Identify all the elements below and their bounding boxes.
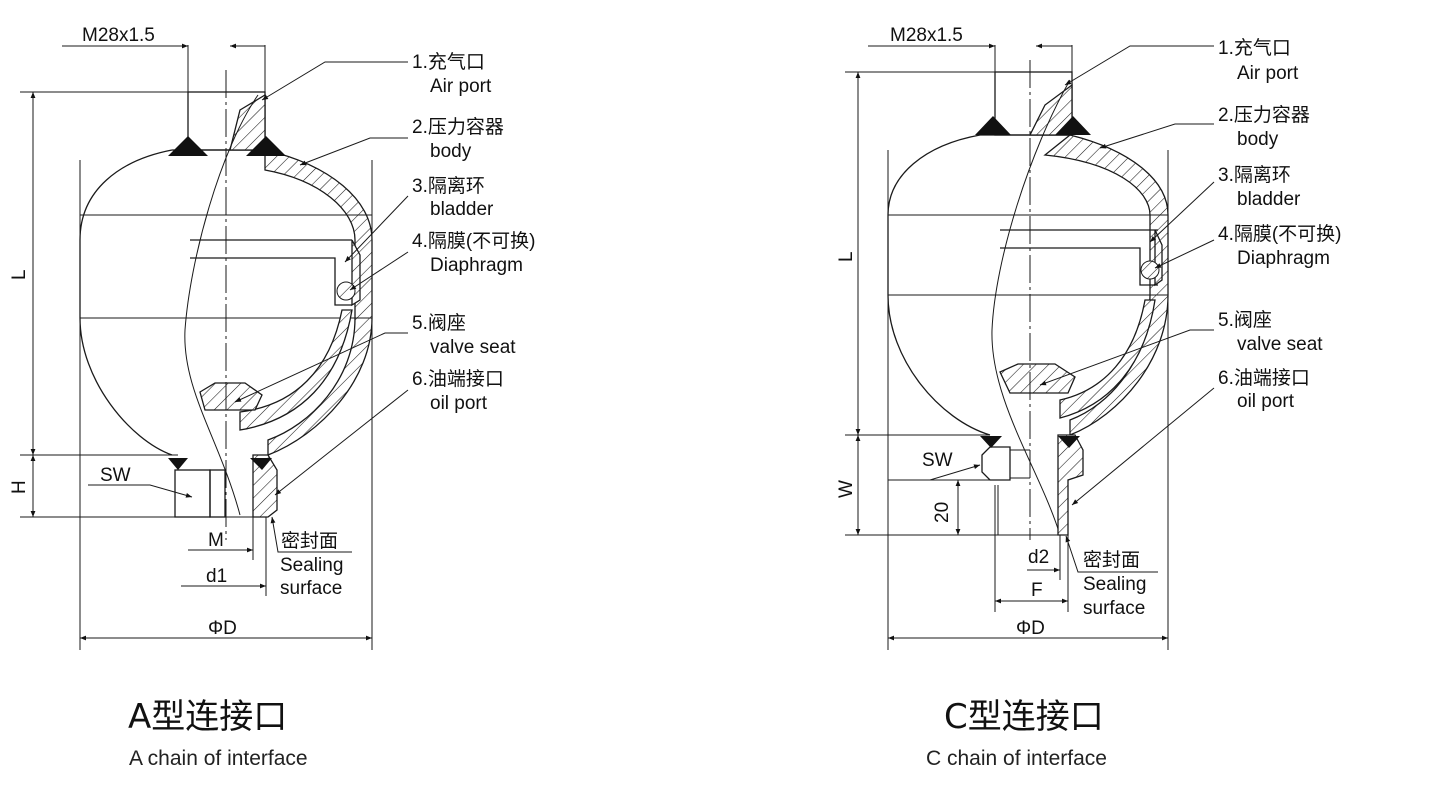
part-label-en: body <box>1237 129 1279 150</box>
dim-d2: d2 <box>1028 547 1049 568</box>
part-labels: 1.充气口 Air port 2.压力容器 body 3.隔离环 bladder… <box>412 51 536 414</box>
dim-W: W <box>836 480 857 498</box>
dim-SW: SW <box>100 465 131 486</box>
diagram-c: M28x1.5 L W SW 20 d2 F ΦD 密封面 Sealing su… <box>836 25 1342 770</box>
part-label-en: body <box>430 141 472 162</box>
dim-20: 20 <box>932 502 953 523</box>
part-label-en: bladder <box>1237 189 1301 210</box>
sealing-en2: surface <box>280 578 342 599</box>
part-label-cn: 1.充气口 <box>1218 37 1291 59</box>
dim-L: L <box>836 251 857 262</box>
part-label-cn: 6.油端接口 <box>412 368 504 390</box>
part-label-en: bladder <box>430 199 494 220</box>
dim-SW: SW <box>922 450 953 471</box>
sealing-en1: Sealing <box>1083 574 1146 595</box>
title-a-en: A chain of interface <box>129 747 308 770</box>
part-label-en: valve seat <box>430 337 516 358</box>
dim-H: H <box>9 480 30 494</box>
title-c-en: C chain of interface <box>926 747 1107 770</box>
sealing-cn: 密封面 <box>281 530 338 552</box>
dim-d1: d1 <box>206 566 227 587</box>
part-label-en: Air port <box>1237 63 1299 84</box>
thread-label: M28x1.5 <box>82 25 155 46</box>
part-label-en: Diaphragm <box>1237 248 1330 269</box>
part-label-cn: 2.压力容器 <box>412 116 504 138</box>
dim-M: M <box>208 530 224 551</box>
dim-D: ΦD <box>1016 618 1045 639</box>
sealing-en2: surface <box>1083 598 1145 619</box>
part-label-cn: 3.隔离环 <box>412 175 485 197</box>
part-label-cn: 5.阀座 <box>1218 309 1272 331</box>
part-label-en: oil port <box>1237 391 1295 412</box>
part-label-en: Diaphragm <box>430 255 523 276</box>
part-label-cn: 3.隔离环 <box>1218 164 1291 186</box>
dim-F: F <box>1031 580 1043 601</box>
dim-D: ΦD <box>208 618 237 639</box>
part-labels: 1.充气口 Air port 2.压力容器 body 3.隔离环 bladder… <box>1218 37 1342 412</box>
part-label-en: Air port <box>430 76 492 97</box>
part-label-en: oil port <box>430 393 488 414</box>
part-label-cn: 2.压力容器 <box>1218 104 1310 126</box>
part-label-en: valve seat <box>1237 334 1323 355</box>
part-label-cn: 4.隔膜(不可换) <box>1218 223 1342 245</box>
title-a-cn: A型连接口 <box>128 697 287 737</box>
body-wall <box>264 149 373 456</box>
thread-label: M28x1.5 <box>890 25 963 46</box>
title-c-cn: C型连接口 <box>944 697 1104 737</box>
sealing-cn: 密封面 <box>1083 549 1140 571</box>
part-label-cn: 6.油端接口 <box>1218 367 1310 389</box>
sealing-en1: Sealing <box>280 555 343 576</box>
dim-L: L <box>9 269 30 280</box>
part-label-cn: 4.隔膜(不可换) <box>412 230 536 252</box>
diagram-a: M28x1.5 L H SW M d1 ΦD 密封面 Sealing surfa… <box>9 25 536 770</box>
body-outline <box>79 149 173 456</box>
part-label-cn: 1.充气口 <box>412 51 485 73</box>
part-label-cn: 5.阀座 <box>412 312 466 334</box>
